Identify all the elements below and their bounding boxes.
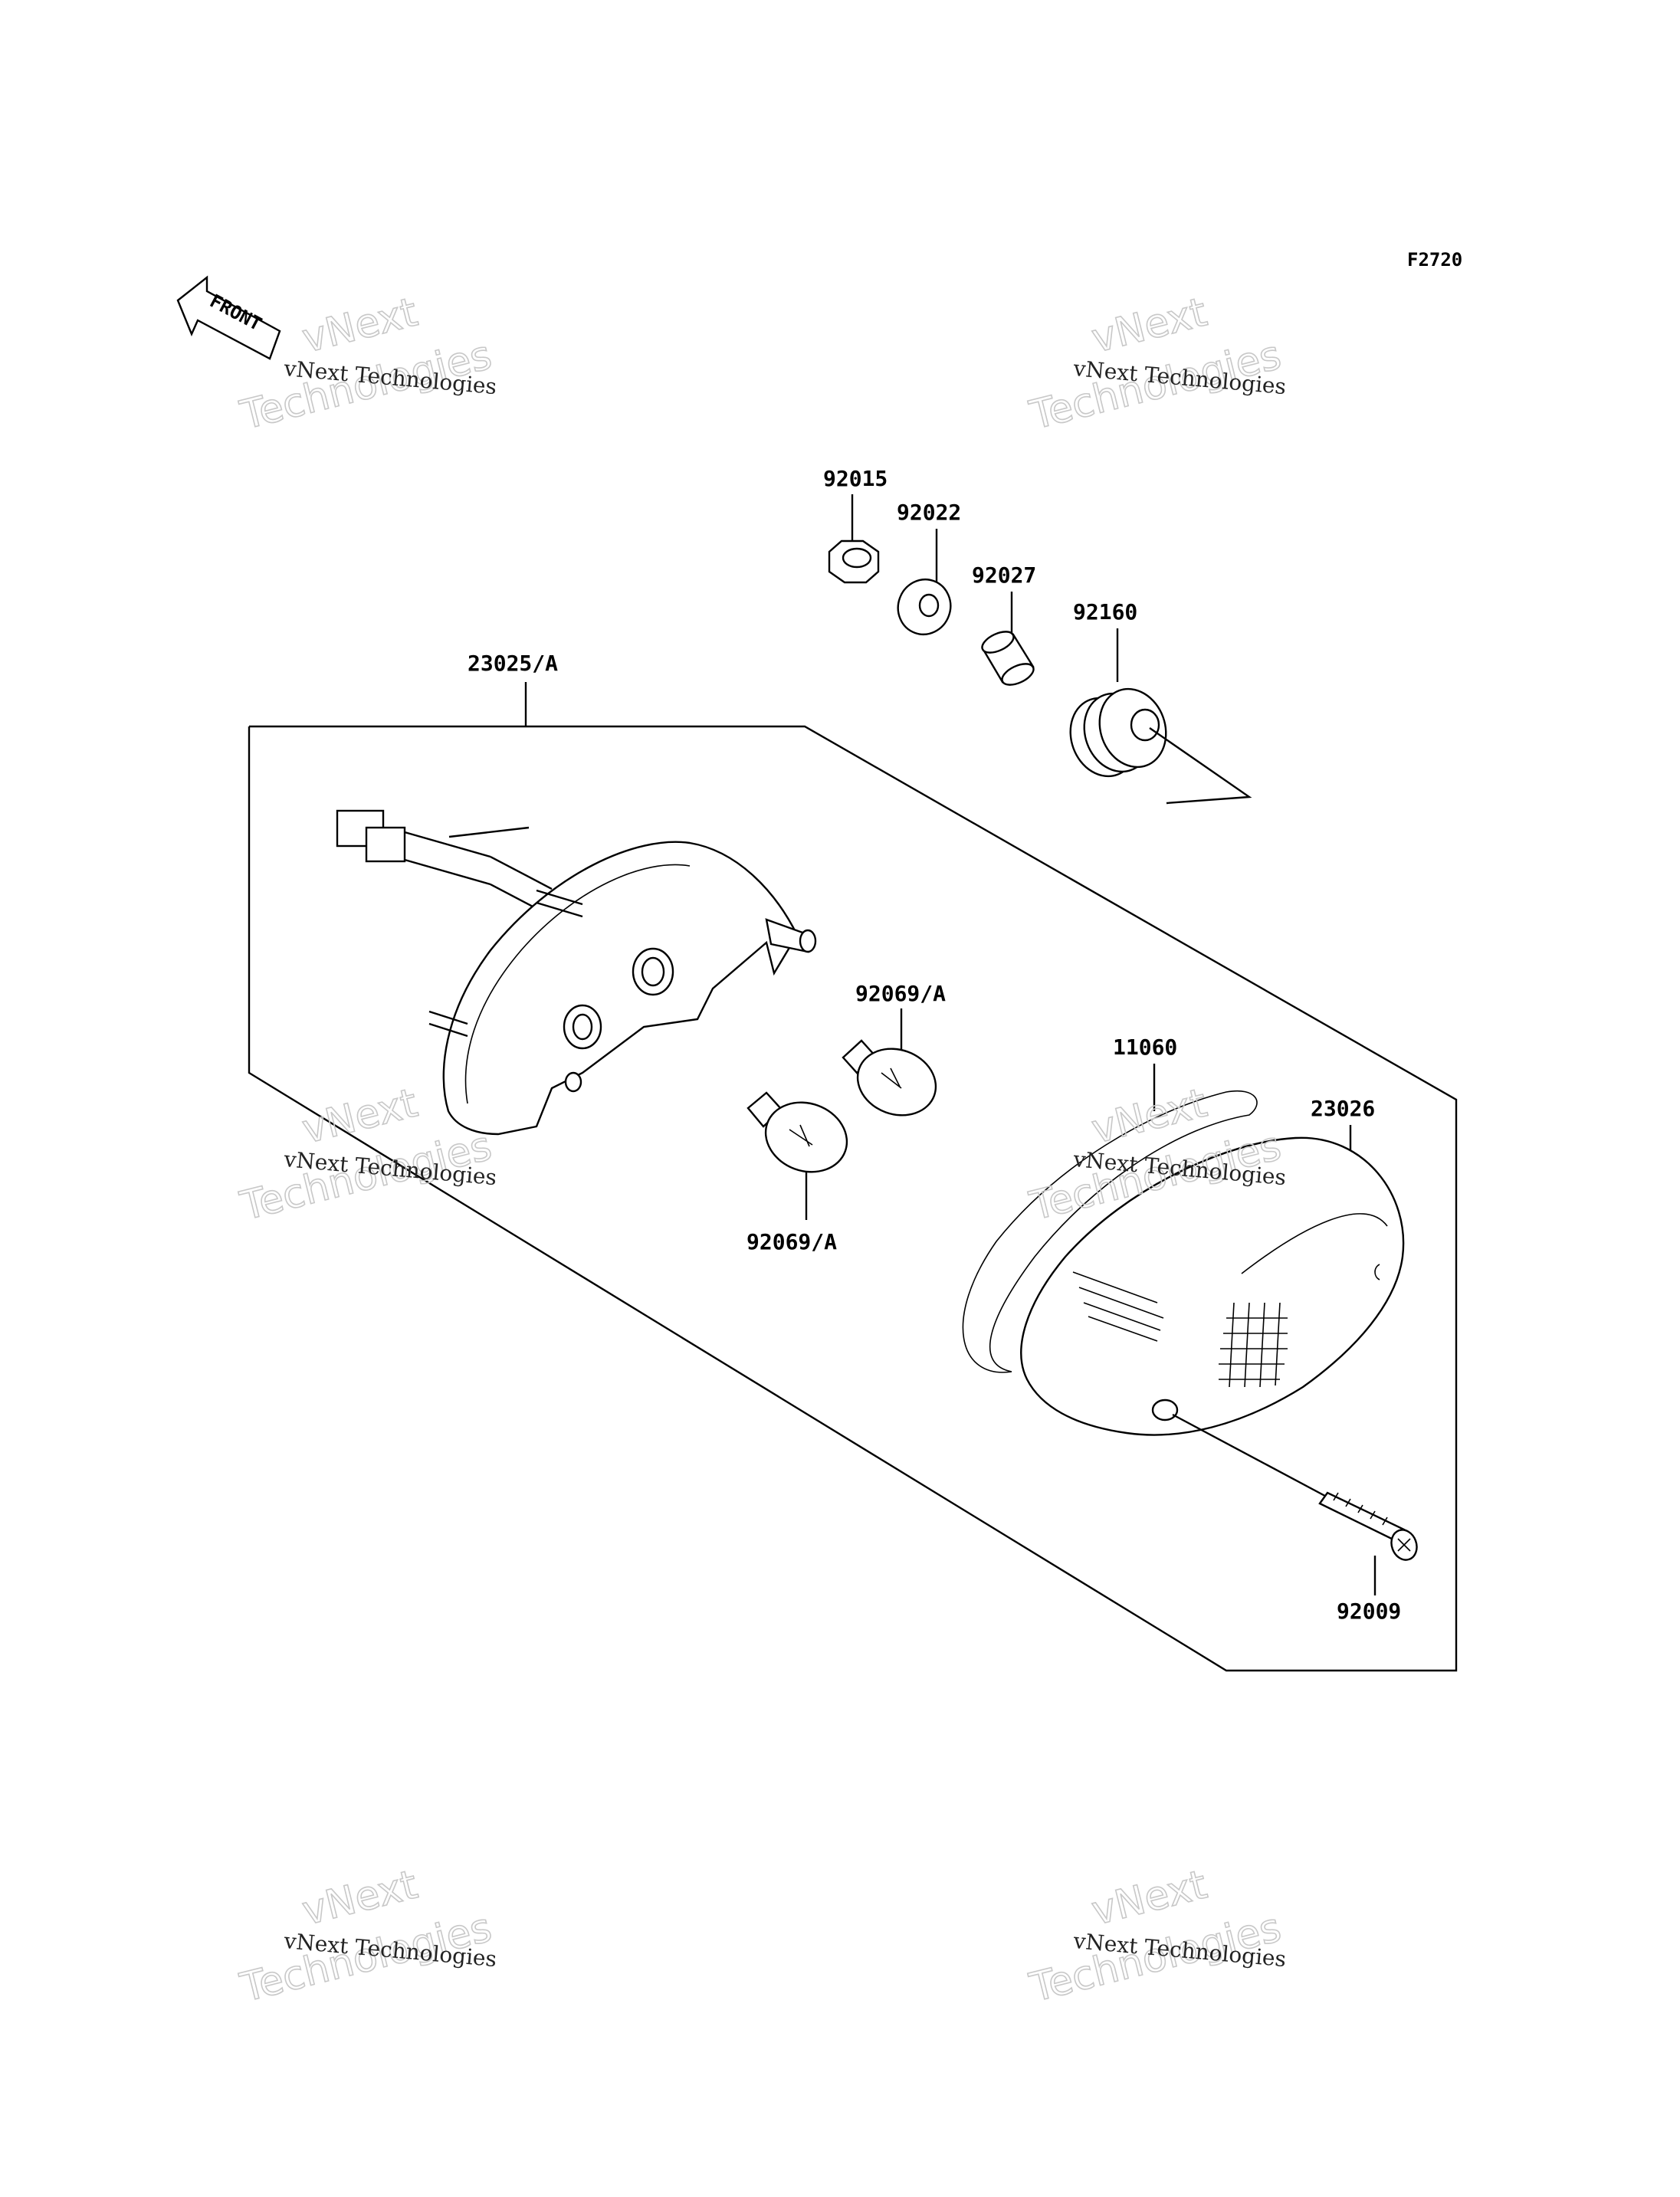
watermark-bottom-left: vNext Technologies vNext Technologies xyxy=(235,1861,497,2012)
nut-92015 xyxy=(828,539,880,584)
watermark-bottom-right: vNext Technologies vNext Technologies xyxy=(1025,1861,1287,2012)
grommet-92160 xyxy=(1069,687,1167,778)
screw-92009 xyxy=(1318,1491,1418,1561)
watermark-top-right: vNext Technologies vNext Technologies xyxy=(1025,289,1287,440)
diagram-code: F2720 xyxy=(1407,249,1462,271)
part-label-92027: 92027 xyxy=(972,562,1036,588)
svg-text:vNext: vNext xyxy=(1088,290,1212,362)
part-label-92022: 92022 xyxy=(897,500,961,525)
collar-92027 xyxy=(981,631,1035,686)
washer-92022 xyxy=(897,579,952,635)
part-label-23026: 23026 xyxy=(1311,1096,1375,1121)
bulb-92069a-top xyxy=(842,1039,937,1117)
part-label-92160: 92160 xyxy=(1073,599,1137,625)
svg-text:vNext: vNext xyxy=(298,1862,422,1935)
tail-light-housing xyxy=(336,809,817,1136)
svg-text:vNext: vNext xyxy=(298,290,422,362)
part-label-92015: 92015 xyxy=(823,466,888,491)
tail-light-lens-23026 xyxy=(1020,1136,1405,1436)
part-label-92009: 92009 xyxy=(1337,1599,1401,1624)
front-arrow-icon: FRONT xyxy=(176,275,281,360)
watermark-top-left: vNext Technologies vNext Technologies xyxy=(235,289,497,440)
assembly-outline xyxy=(248,725,1458,1672)
gasket-11060 xyxy=(962,1090,1258,1373)
bulb-92069a-bottom xyxy=(746,1091,848,1173)
svg-text:vNext: vNext xyxy=(1088,1080,1212,1153)
part-label-11060: 11060 xyxy=(1113,1035,1177,1060)
part-label-23025a: 23025/A xyxy=(468,651,558,676)
part-label-92069a-top: 92069/A xyxy=(855,981,946,1006)
part-label-92069a-bottom: 92069/A xyxy=(746,1229,837,1254)
svg-text:vNext: vNext xyxy=(1088,1862,1212,1935)
svg-text:vNext: vNext xyxy=(298,1080,422,1153)
